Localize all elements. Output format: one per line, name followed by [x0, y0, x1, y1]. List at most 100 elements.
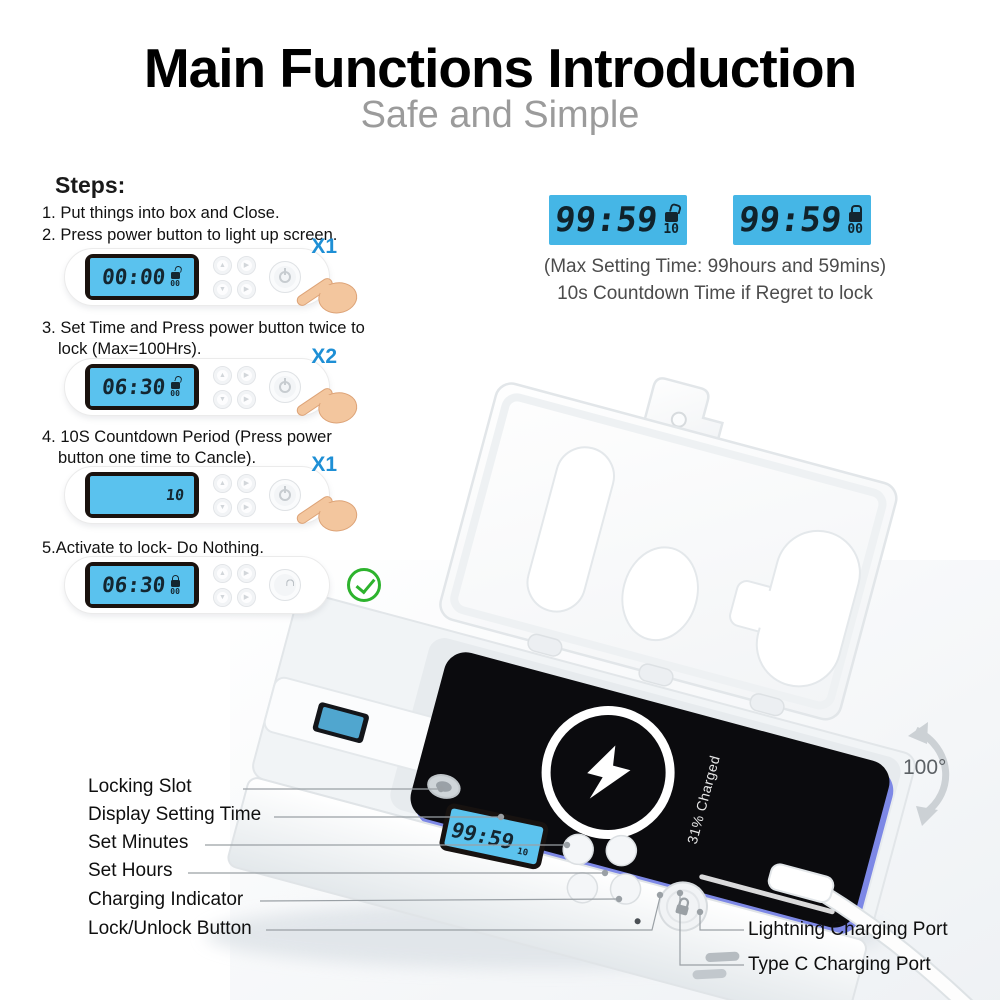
step-item-3: 3. Set Time and Press power button twice… — [42, 319, 365, 358]
box-lid — [439, 377, 898, 721]
unlock-icon — [664, 212, 678, 222]
success-check-icon — [347, 568, 381, 602]
phone — [410, 652, 890, 928]
lcd-screen: 06:30 00 — [90, 368, 194, 406]
lock-icon — [170, 575, 180, 587]
max-time-display-locked: 99:59 00 — [733, 195, 871, 245]
label-lock-unlock-button: Lock/Unlock Button — [88, 918, 252, 939]
lid-cutout-slot — [526, 446, 615, 613]
lcd-bezel: 06:30 00 — [85, 364, 199, 410]
lcd-time: 06:30 — [100, 572, 167, 597]
up-arrow-button: ▲ — [213, 473, 232, 493]
steps-heading: Steps: — [55, 172, 126, 198]
set-minutes-up-button — [605, 834, 638, 867]
lcd-screen: 06:30 00 — [90, 566, 194, 604]
right-arrow-button: ▶ — [237, 389, 256, 409]
hinge — [527, 633, 563, 657]
right-arrow-button: ▶ — [237, 279, 256, 299]
page-title: Main Functions Introduction — [143, 37, 857, 99]
label-set-hours: Set Hours — [88, 860, 173, 881]
down-arrow-button: ▼ — [213, 587, 232, 607]
max-time-value: 99:59 — [736, 200, 844, 240]
lcd-screen: 00:00 00 — [90, 258, 194, 296]
pressing-hand-icon — [296, 278, 358, 314]
countdown-digits: 10 — [663, 222, 679, 237]
adjust-buttons: ▲▶ ▼▶ — [213, 365, 256, 409]
lcd-time: 00:00 — [100, 264, 167, 289]
device-panel-step4: 10 ▲▶ ▼▶ X1 — [64, 453, 358, 532]
right-arrow-button: ▶ — [237, 255, 256, 275]
adjust-buttons: ▲▶ ▼▶ — [213, 255, 256, 299]
step-item-5: 5.Activate to lock- Do Nothing. — [42, 539, 264, 557]
box-base: 31% Charged 99:59 10 — [227, 592, 1000, 1000]
max-time-caption: (Max Setting Time: 99hours and 59mins) — [543, 256, 887, 277]
lcd-bezel: 06:30 00 — [85, 562, 199, 608]
lightning-port — [705, 951, 740, 963]
label-charging-indicator: Charging Indicator — [88, 889, 244, 910]
leader-lines — [188, 785, 744, 966]
right-arrow-button: ▶ — [237, 365, 256, 385]
max-time-display-unlocked: 99:59 10 — [549, 195, 687, 245]
device-panel-step2: 00:00 00 ▲▶ ▼▶ X1 — [64, 235, 358, 314]
lcd-sub-digits: 00 — [170, 279, 180, 288]
mini-display-screen — [318, 707, 364, 739]
type-c-port — [692, 968, 727, 980]
lock-icon — [848, 205, 862, 222]
label-lid-angle: 100° — [903, 756, 947, 779]
power-button — [269, 261, 301, 293]
down-arrow-button: ▼ — [213, 389, 232, 409]
right-arrow-button: ▶ — [237, 473, 256, 493]
step-item-1: 1. Put things into box and Close. — [42, 204, 280, 222]
right-arrow-button: ▶ — [237, 587, 256, 607]
charge-bolt-icon — [587, 745, 631, 799]
up-arrow-button: ▲ — [213, 365, 232, 385]
wireless-charge-ring — [541, 706, 675, 840]
unlock-icon — [170, 272, 180, 279]
press-count: X2 — [311, 345, 337, 368]
lcd-countdown: 10 — [165, 485, 185, 504]
lcd-screen: 10 — [90, 476, 194, 514]
power-button — [269, 479, 301, 511]
label-lightning-port: Lightning Charging Port — [748, 919, 948, 940]
pressing-hand-icon — [296, 496, 358, 532]
lcd-time: 06:30 — [100, 374, 167, 399]
label-set-minutes: Set Minutes — [88, 832, 189, 853]
right-arrow-button: ▶ — [237, 497, 256, 517]
up-arrow-button: ▲ — [213, 563, 232, 583]
page-subtitle: Safe and Simple — [360, 94, 640, 136]
step-item-4: 4. 10S Countdown Period (Press power but… — [42, 428, 332, 467]
lock-button — [269, 569, 301, 601]
lcd-sub-digits: 00 — [170, 389, 180, 398]
lcd-sub-digits: 00 — [170, 587, 180, 596]
label-type-c-port: Type C Charging Port — [748, 954, 931, 975]
countdown-caption: 10s Countdown Time if Regret to lock — [557, 283, 873, 304]
lid-angle-arrow — [908, 722, 950, 826]
step-item-2: 2. Press power button to light up screen… — [42, 226, 338, 244]
svg-text:10: 10 — [516, 847, 529, 859]
phone-reflection — [699, 874, 835, 915]
lcd-bezel: 10 — [85, 472, 199, 518]
device-panel-step3: 06:30 00 ▲▶ ▼▶ X2 — [64, 345, 358, 424]
right-arrow-button: ▶ — [237, 563, 256, 583]
label-locking-slot: Locking Slot — [88, 776, 192, 797]
hinge — [749, 693, 785, 717]
down-arrow-button: ▼ — [213, 497, 232, 517]
pressing-hand-icon — [296, 388, 358, 424]
hinge — [638, 663, 674, 687]
lid-cutout-oval — [621, 546, 699, 642]
adjust-buttons: ▲▶ ▼▶ — [213, 473, 256, 517]
front-display: 99:59 10 — [439, 803, 549, 870]
max-time-value: 99:59 — [552, 200, 660, 240]
lcd-bezel: 00:00 00 — [85, 254, 199, 300]
press-count: X1 — [311, 235, 337, 258]
charging-indicator-led — [634, 918, 641, 925]
label-display-setting-time: Display Setting Time — [88, 804, 262, 825]
device-panel-step5: 06:30 00 ▲▶ ▼▶ — [64, 556, 381, 614]
down-arrow-button: ▼ — [213, 279, 232, 299]
countdown-digits: 00 — [847, 222, 863, 237]
adjust-buttons: ▲▶ ▼▶ — [213, 563, 256, 607]
cable-plug — [767, 863, 835, 904]
up-arrow-button: ▲ — [213, 255, 232, 275]
